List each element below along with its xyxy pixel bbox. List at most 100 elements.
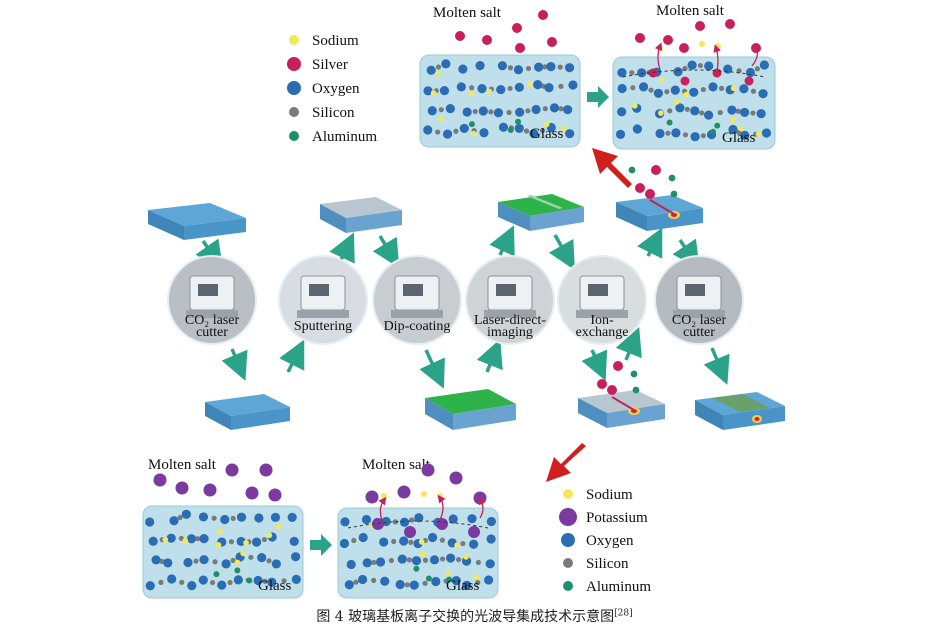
silicon-atom [248, 554, 254, 560]
oxygen-atom [429, 555, 440, 565]
silicon-atom [281, 578, 287, 584]
sodium-atom [419, 551, 426, 558]
oxygen-atom [486, 534, 496, 544]
sodium-atom [730, 85, 737, 92]
silicon-atom [523, 128, 530, 134]
oxygen-atom [431, 576, 441, 587]
exchange-ion [607, 385, 617, 395]
legend-top-oxygen-label: Oxygen [312, 81, 360, 97]
red-arrow-up [592, 148, 632, 188]
oxygen-atom [166, 533, 176, 543]
oxygen-atom [456, 82, 466, 92]
red-arrow-down [546, 443, 586, 482]
silicon-atom [665, 130, 671, 136]
ion-migration-arrow [437, 494, 446, 521]
silicon-atom [475, 580, 481, 586]
equipment-label: cutter [196, 325, 228, 340]
oxygen-atom [344, 580, 354, 590]
sodium-atom [673, 99, 680, 105]
oxygen-atom [167, 574, 177, 584]
oxygen-atom [617, 68, 627, 78]
potassium-ion [225, 463, 239, 477]
glass-block [337, 507, 499, 599]
oxygen-atom [220, 514, 230, 525]
silicon-atom [682, 132, 689, 138]
exchange-ion [630, 370, 638, 378]
equipment-label: CO₂ laser [185, 313, 240, 328]
legend-bottom-potassium-label: Potassium [586, 510, 648, 526]
silicon-atom [422, 580, 428, 586]
potassium-ion [468, 526, 480, 538]
oxygen-atom [756, 109, 766, 119]
potassium-ion [473, 491, 487, 505]
silicon-atom [506, 109, 512, 116]
oxygen-atom [458, 64, 468, 74]
molten-salt-label: Molten salt [656, 3, 725, 19]
silicon-atom [230, 557, 236, 564]
silicon-atom [750, 88, 757, 94]
oxygen-atom [346, 559, 356, 570]
oxygen-atom [163, 558, 173, 568]
top-panel-after: Molten salt Glass [612, 3, 776, 150]
sodium-atom [486, 88, 492, 95]
oxygen-atom [529, 129, 539, 139]
silicon-atom [475, 559, 481, 566]
oxygen-atom [638, 82, 649, 92]
slab-cut [205, 394, 290, 430]
potassium-ion [259, 463, 273, 477]
oxygen-atom [690, 132, 700, 142]
oxygen-atom [414, 513, 424, 523]
sodium-ion [699, 41, 705, 47]
sodium-atom [683, 91, 690, 98]
machine-base [391, 310, 443, 318]
exchange-ion [597, 379, 607, 389]
aluminum-atom [234, 567, 241, 574]
oxygen-atom [493, 108, 504, 118]
equipment-label: Sputtering [294, 319, 352, 334]
sodium-atom [162, 536, 169, 543]
oxygen-atom [441, 59, 451, 69]
arrow-down [672, 238, 700, 270]
oxygen-atom [486, 516, 496, 527]
potassium-ion [365, 490, 379, 504]
equipment-4: Laser-direct-imaging [465, 255, 555, 345]
slab-sputtered [320, 197, 402, 233]
silicon-atom [750, 110, 756, 116]
oxygen-atom [411, 556, 422, 566]
oxygen-atom [690, 106, 700, 116]
molten-salt-label: Molten salt [148, 457, 217, 473]
oxygen-atom [462, 580, 472, 590]
oxygen-atom [670, 85, 680, 95]
oxygen-atom [617, 107, 627, 117]
machine-base [673, 310, 725, 318]
oxygen-atom [477, 84, 487, 94]
oxygen-atom [484, 575, 494, 585]
silicon-atom [525, 108, 531, 114]
oxygen-atom [409, 580, 419, 590]
oxygen-atom [439, 85, 450, 96]
silicon-atom [667, 108, 673, 114]
oxygen-atom [287, 512, 297, 522]
legend-top-sodium-label: Sodium [312, 33, 359, 49]
oxygen-atom [462, 107, 472, 117]
potassium-ion [268, 488, 282, 502]
oxygen-atom [148, 536, 158, 546]
oxygen-atom [186, 534, 197, 544]
glass-label: Glass [258, 578, 291, 594]
exchange-ion [628, 166, 636, 174]
ion-migration-arrow [713, 44, 721, 77]
glass-block [142, 505, 304, 599]
sodium-atom [217, 528, 223, 535]
glass-label: Glass [446, 578, 479, 594]
slab-patterned [498, 194, 584, 231]
oxygen-atom [534, 62, 544, 72]
oxygen-atom [740, 107, 750, 118]
oxygen-atom [445, 553, 456, 563]
oxygen-atom [221, 559, 231, 569]
arrow-down [419, 349, 445, 389]
oxygen-atom [761, 128, 772, 138]
arrow-down [221, 348, 248, 381]
equipment-2: Sputtering [278, 255, 368, 345]
